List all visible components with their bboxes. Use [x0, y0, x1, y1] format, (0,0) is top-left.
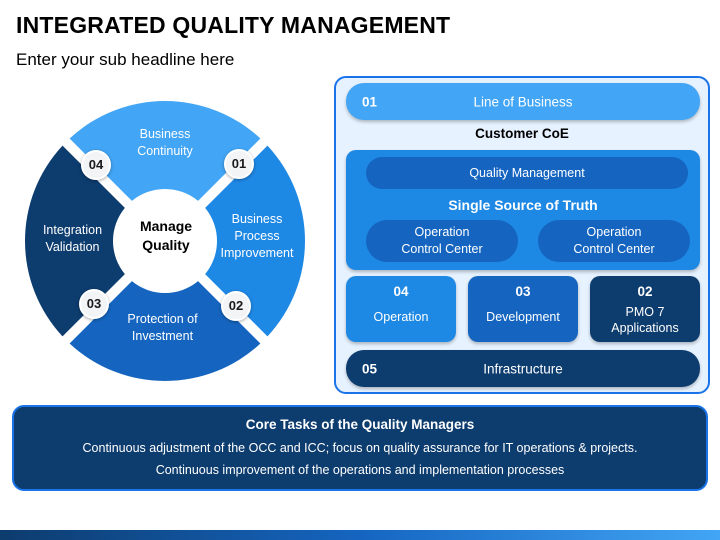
page-title: INTEGRATED QUALITY MANAGEMENT	[16, 12, 451, 38]
pmo-line2: Applications	[611, 321, 679, 335]
infrastructure-label: Infrastructure	[483, 361, 563, 376]
quality-management-block: Quality Management Single Source of Trut…	[346, 150, 700, 270]
operation-label: Operation	[346, 309, 456, 325]
segment-2-line3: Improvement	[220, 246, 294, 260]
segment-label-business-continuity: Business Continuity	[115, 126, 215, 160]
pmo-box: 02 PMO 7 Applications	[590, 276, 700, 342]
core-tasks-line1: Continuous adjustment of the OCC and ICC…	[82, 441, 638, 455]
center-label: Manage Quality	[126, 217, 206, 255]
operation-box: 04 Operation	[346, 276, 456, 342]
infrastructure-number: 05	[362, 361, 378, 376]
customer-coe-label: Customer CoE	[475, 126, 569, 141]
ring-segment-protection	[69, 281, 261, 381]
page-subtitle: Enter your sub headline here	[16, 50, 235, 69]
core-tasks-box: Core Tasks of the Quality Managers Conti…	[12, 405, 708, 491]
center-line2: Quality	[142, 237, 190, 253]
ring-segment-business-continuity	[69, 101, 261, 201]
occ-left-line2: Control Center	[401, 242, 483, 256]
architecture-panel: 01 Line of Business Customer CoE Quality…	[334, 76, 710, 394]
occ-right-line2: Control Center	[573, 242, 655, 256]
operation-line1: Operation	[373, 310, 429, 324]
pmo-label: PMO 7 Applications	[590, 304, 700, 336]
pmo-line1: PMO 7	[625, 305, 665, 319]
development-box: 03 Development	[468, 276, 578, 342]
infrastructure-bar: 05 Infrastructure	[346, 350, 700, 387]
segment-1-line1: Business	[139, 127, 191, 141]
development-number: 03	[515, 284, 531, 299]
quality-management-pill: Quality Management	[366, 157, 688, 189]
operation-number: 04	[393, 284, 409, 299]
quality-ring-diagram: Business Continuity Business Process Imp…	[0, 100, 330, 400]
segment-label-business-process: Business Process Improvement	[212, 211, 302, 262]
number-badge-01: 01	[224, 149, 254, 179]
number-badge-04: 04	[81, 150, 111, 180]
number-badge-02: 02	[221, 291, 251, 321]
core-tasks-line2: Continuous improvement of the operations…	[155, 463, 565, 477]
segment-1-line2: Continuity	[137, 144, 193, 158]
development-line1: Development	[486, 310, 560, 324]
occ-right-pill: Operation Control Center	[538, 220, 690, 262]
segment-3-line2: Investment	[131, 329, 194, 343]
pmo-number: 02	[637, 284, 653, 299]
segment-2-line2: Process	[234, 229, 280, 243]
occ-right-line1: Operation	[586, 225, 642, 239]
segment-2-line1: Business	[231, 212, 283, 226]
segment-4-line1: Integration	[42, 223, 103, 237]
footer-accent-bar	[0, 530, 720, 540]
segment-3-line1: Protection of	[127, 312, 198, 326]
center-line1: Manage	[139, 218, 193, 234]
center-circle	[120, 196, 210, 286]
lob-label: Line of Business	[473, 94, 573, 109]
occ-left-pill: Operation Control Center	[366, 220, 518, 262]
ring-svg	[25, 101, 305, 381]
segment-label-integration: Integration Validation	[30, 222, 115, 256]
line-of-business-bar: 01 Line of Business	[346, 83, 700, 120]
segment-label-protection: Protection of Investment	[105, 311, 220, 345]
occ-left-line1: Operation	[414, 225, 470, 239]
segment-4-line2: Validation	[45, 240, 100, 254]
ring-segment-business-process	[205, 145, 305, 337]
ring-segment-integration	[25, 145, 125, 337]
lob-number: 01	[362, 94, 378, 109]
development-label: Development	[468, 309, 578, 325]
single-source-of-truth-label: Single Source of Truth	[448, 197, 598, 213]
core-tasks-title: Core Tasks of the Quality Managers	[245, 417, 475, 432]
number-badge-03: 03	[79, 289, 109, 319]
